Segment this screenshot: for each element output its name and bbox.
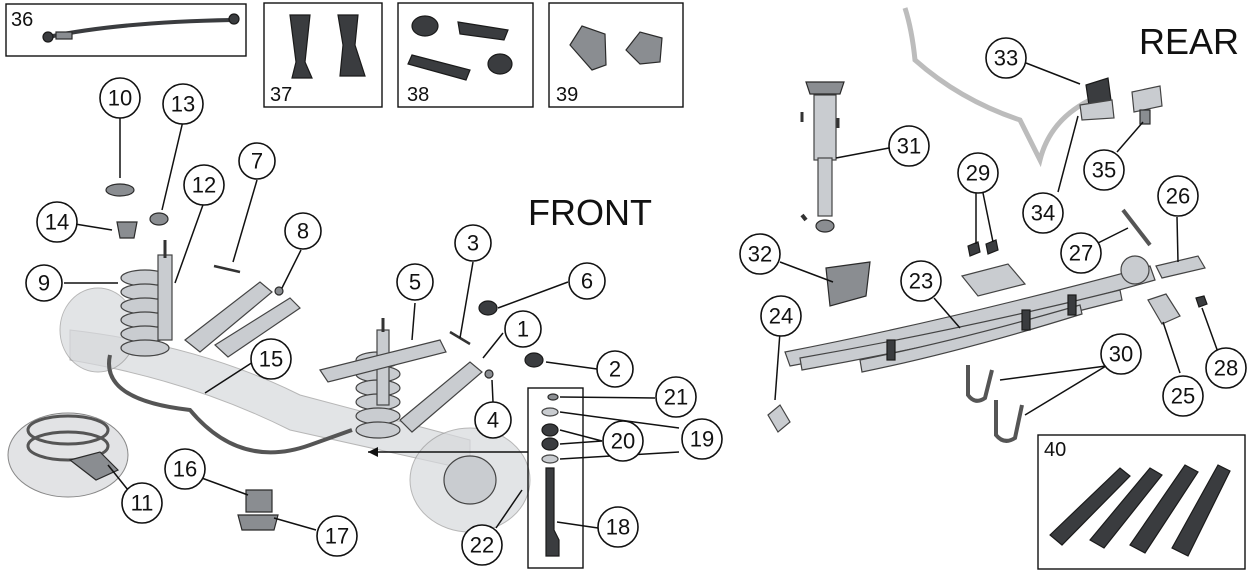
inset-38-brackets: 39 [548, 2, 684, 108]
callout-33: 33 [985, 37, 1027, 79]
callout-11: 11 [121, 482, 163, 524]
callout-3: 3 [454, 224, 492, 262]
svg-text:14: 14 [45, 210, 69, 235]
inset-37-number: 38 [407, 84, 429, 106]
svg-text:6: 6 [581, 269, 593, 294]
callout-14: 14 [36, 201, 78, 243]
svg-text:8: 8 [297, 219, 309, 244]
svg-text:17: 17 [325, 524, 349, 549]
inset-37-control-arms: 38 [397, 2, 534, 108]
callout-23: 23 [900, 260, 942, 302]
svg-text:3: 3 [467, 231, 479, 256]
callout-1: 1 [504, 310, 542, 348]
front-suspension-illustration [7, 183, 544, 533]
callout-30: 30 [1100, 333, 1142, 375]
callout-24: 24 [760, 295, 802, 337]
callout-10: 10 [99, 77, 141, 119]
svg-text:19: 19 [690, 427, 714, 452]
callout-25: 25 [1162, 375, 1204, 417]
callout-13: 13 [162, 83, 204, 125]
callout-4: 4 [474, 401, 512, 439]
svg-text:2: 2 [609, 357, 621, 382]
callout-15: 15 [250, 338, 292, 380]
callout-28: 28 [1205, 347, 1247, 389]
callout-16: 16 [164, 448, 206, 490]
front-section-label: FRONT [528, 192, 652, 233]
svg-text:35: 35 [1092, 158, 1116, 183]
callout-29: 29 [957, 152, 999, 194]
callout-35: 35 [1083, 149, 1125, 191]
callout-5: 5 [396, 263, 434, 301]
callout-8: 8 [284, 212, 322, 250]
callout-12: 12 [183, 164, 225, 206]
callout-26: 26 [1157, 175, 1199, 217]
callout-9: 9 [25, 264, 63, 302]
inset-38-number: 39 [556, 84, 578, 106]
svg-text:26: 26 [1166, 184, 1190, 209]
callout-18: 18 [597, 506, 639, 548]
callout-17: 17 [316, 515, 358, 557]
inset-36-number: 37 [270, 84, 292, 106]
svg-text:21: 21 [664, 385, 688, 410]
svg-text:16: 16 [173, 457, 197, 482]
callout-32: 32 [739, 233, 781, 275]
svg-text:10: 10 [108, 86, 132, 111]
inset-36-shackles: 37 [263, 2, 383, 108]
svg-text:13: 13 [171, 92, 195, 117]
svg-text:22: 22 [470, 533, 494, 558]
callout-19: 19 [681, 418, 723, 460]
svg-text:33: 33 [994, 46, 1018, 71]
svg-text:32: 32 [748, 242, 772, 267]
svg-text:7: 7 [251, 149, 263, 174]
svg-text:4: 4 [487, 408, 499, 433]
leader-lines [64, 62, 1220, 531]
inset-39-tie-rod: 36 [5, 3, 247, 57]
svg-text:31: 31 [897, 134, 921, 159]
svg-text:1: 1 [517, 317, 529, 342]
callout-27: 27 [1060, 232, 1102, 274]
rear-suspension-illustration [767, 7, 1208, 443]
svg-text:24: 24 [769, 304, 793, 329]
svg-text:25: 25 [1171, 384, 1195, 409]
svg-text:29: 29 [966, 161, 990, 186]
svg-text:9: 9 [38, 271, 50, 296]
callout-20: 20 [602, 420, 644, 462]
svg-text:12: 12 [192, 173, 216, 198]
svg-text:28: 28 [1214, 356, 1238, 381]
callout-34: 34 [1022, 192, 1064, 234]
svg-text:15: 15 [259, 347, 283, 372]
callout-2: 2 [596, 350, 634, 388]
sway-link-detail-box [368, 387, 584, 569]
rear-section-label: REAR [1139, 21, 1239, 62]
svg-text:30: 30 [1109, 342, 1133, 367]
svg-text:11: 11 [131, 491, 154, 516]
inset-40-number: 40 [1044, 439, 1066, 461]
svg-text:23: 23 [909, 269, 933, 294]
inset-39-number: 36 [11, 9, 33, 31]
callout-22: 22 [461, 524, 503, 566]
callout-7: 7 [238, 142, 276, 180]
callout-21: 21 [655, 376, 697, 418]
inset-40-rear-control-arms: 40 [1037, 434, 1246, 570]
svg-text:5: 5 [409, 270, 421, 295]
callout-6: 6 [568, 262, 606, 300]
svg-text:20: 20 [611, 429, 635, 454]
svg-text:34: 34 [1031, 201, 1055, 226]
svg-text:27: 27 [1069, 241, 1093, 266]
svg-text:18: 18 [606, 515, 630, 540]
callout-31: 31 [888, 125, 930, 167]
